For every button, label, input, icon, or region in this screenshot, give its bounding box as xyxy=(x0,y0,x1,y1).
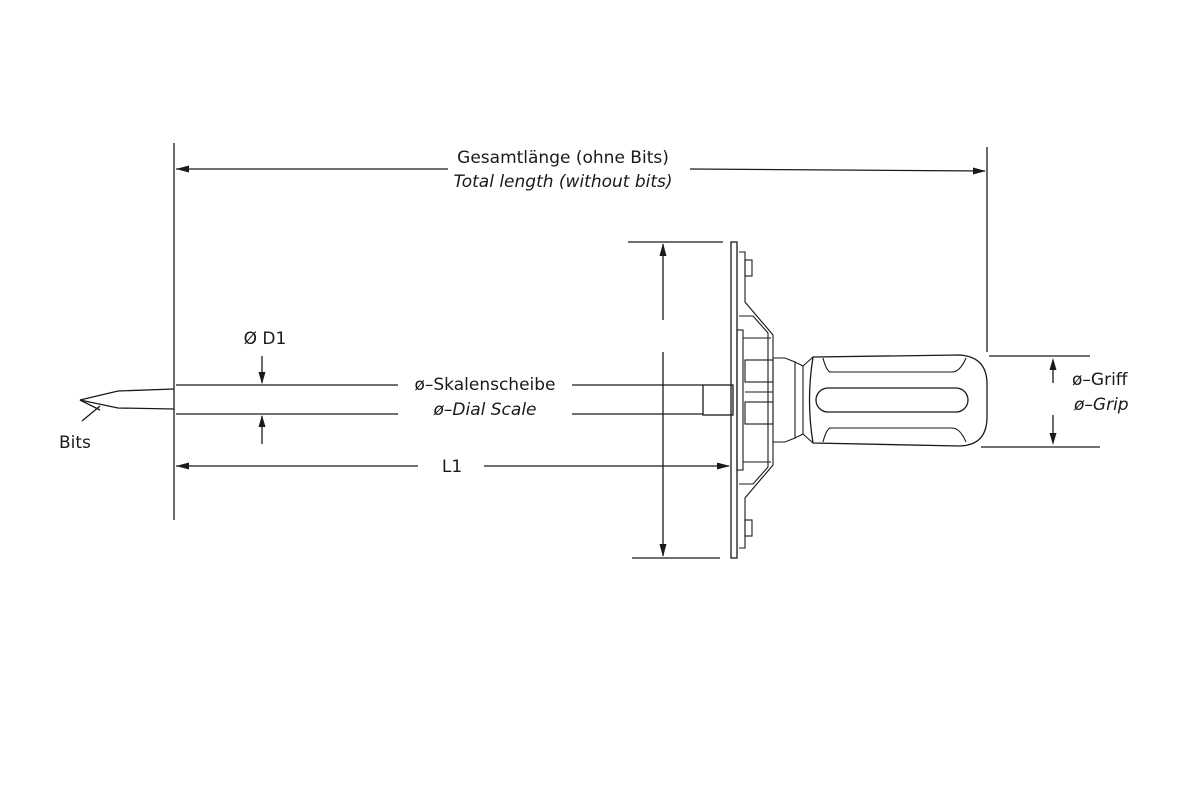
l1-dimension: L1 xyxy=(176,457,730,477)
dial-inner-ring xyxy=(736,329,744,471)
dial-clip-top xyxy=(744,259,753,277)
d1-arrowhead-top xyxy=(258,372,266,384)
total-length-label-de: Gesamtlänge (ohne Bits) xyxy=(457,148,669,168)
grip-label-en: ø–Grip xyxy=(1073,395,1129,415)
d1-arrowhead-bottom xyxy=(258,415,266,427)
arrowhead-right xyxy=(973,167,986,175)
l1-arrowhead-left xyxy=(176,462,189,470)
handle xyxy=(773,354,988,447)
grip-label-de: ø–Griff xyxy=(1072,370,1129,390)
hub-block-top xyxy=(744,359,774,383)
grip-body xyxy=(808,354,988,447)
l1-label: L1 xyxy=(442,457,462,477)
shaft-collar xyxy=(702,384,734,416)
grip-arrowhead-top xyxy=(1049,358,1057,370)
grip-flute-bottom xyxy=(822,427,967,443)
handle-neck-bottom xyxy=(773,433,814,444)
dial-housing-inner xyxy=(739,315,769,485)
bits-leader-line xyxy=(81,405,101,422)
dial-arrowhead-top xyxy=(659,243,667,256)
l1-arrowhead-right xyxy=(717,462,730,470)
dial-disc-plate xyxy=(730,241,738,559)
handle-neck-top xyxy=(773,356,814,367)
d1-label: Ø D1 xyxy=(244,329,287,349)
d1-dimension: Ø D1 xyxy=(244,329,287,444)
grip-arrowhead-bottom xyxy=(1049,433,1057,445)
grip-flute-top xyxy=(822,357,967,373)
dial-scale-label-de: ø–Skalenscheibe xyxy=(414,375,555,395)
bit-outline xyxy=(79,388,175,410)
arrowhead-left xyxy=(176,165,189,173)
dial-diameter-dimension xyxy=(628,241,723,559)
total-length-dimension: Gesamtlänge (ohne Bits) Total length (wi… xyxy=(173,143,988,520)
hub-block-bottom xyxy=(744,401,774,425)
grip-groove xyxy=(815,387,969,413)
bit: Bits xyxy=(59,388,175,453)
total-length-line-right xyxy=(689,168,986,172)
dial-clip-bottom xyxy=(744,519,753,537)
dial-scale-label-en: ø–Dial Scale xyxy=(433,400,537,420)
bits-label: Bits xyxy=(59,433,91,453)
dial-arrowhead-bottom xyxy=(659,544,667,557)
total-length-label-en: Total length (without bits) xyxy=(453,172,672,192)
dial-scale-disc xyxy=(730,241,774,559)
shaft xyxy=(176,384,734,416)
grip-diameter-dimension: ø–Griff ø–Grip xyxy=(981,355,1129,448)
